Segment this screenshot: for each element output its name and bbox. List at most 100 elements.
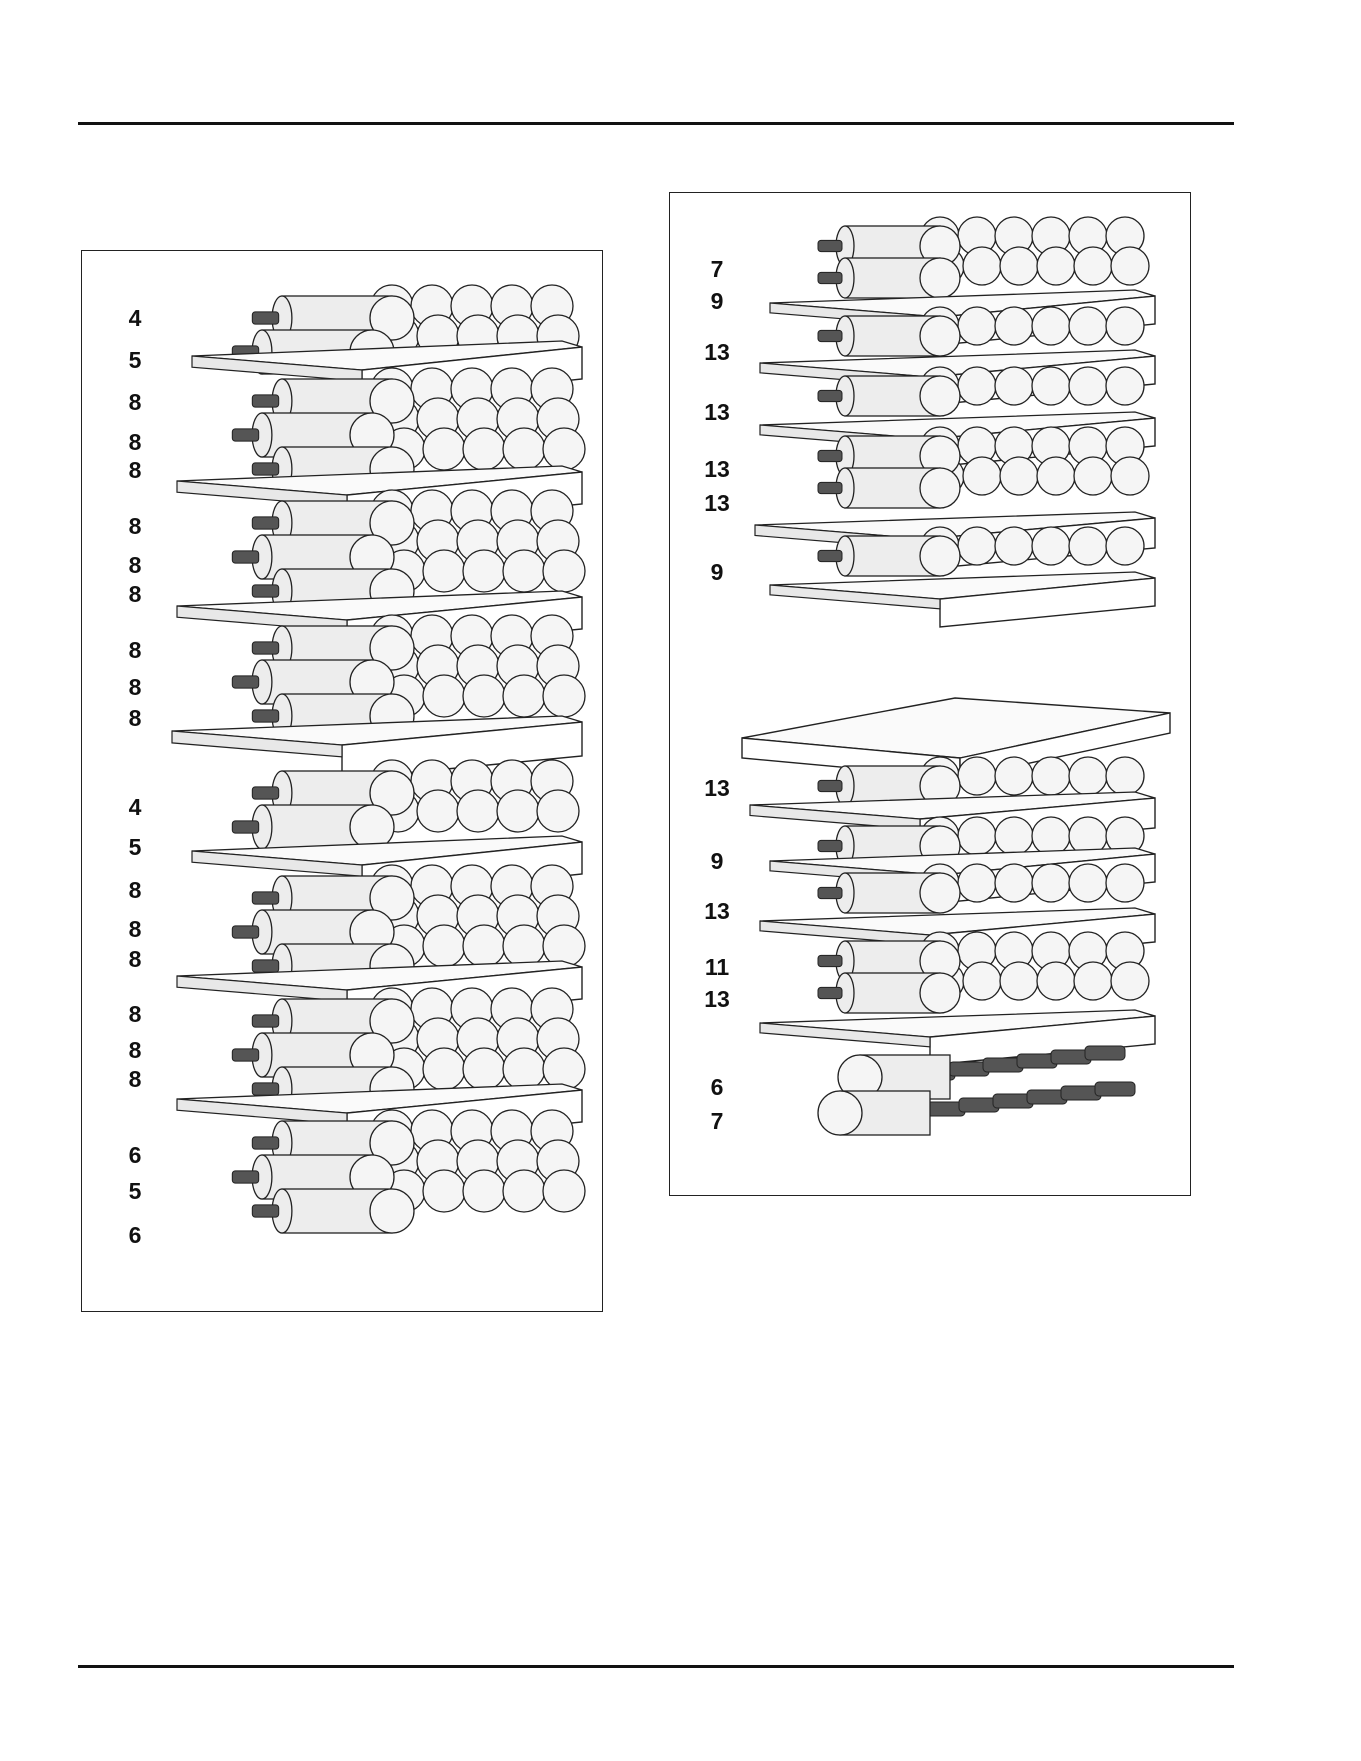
- bottle-base: [1032, 757, 1070, 795]
- bottle-base: [1106, 527, 1144, 565]
- bottle-neck: [252, 892, 278, 904]
- bottle-count-label: 8: [113, 639, 157, 662]
- bottle-count-label: 6: [113, 1224, 157, 1247]
- bottle-base: [995, 307, 1033, 345]
- bottle-count-label: 8: [113, 1003, 157, 1026]
- bottle-count-label: 13: [695, 988, 739, 1011]
- bottle-base: [1032, 817, 1070, 855]
- footer-rule: [78, 1665, 1234, 1668]
- bottle-neck: [252, 517, 278, 529]
- bottle-base: [1069, 367, 1107, 405]
- bottle-base: [963, 962, 1001, 1000]
- bottle-neck: [252, 312, 278, 324]
- bottle-count-label: 13: [695, 900, 739, 923]
- bottle-neck: [818, 390, 842, 401]
- bottle-count-label: 11: [695, 956, 739, 979]
- bottle-base: [543, 925, 585, 967]
- bottle-base: [463, 1170, 505, 1212]
- bottle-count-label: 8: [113, 391, 157, 414]
- bottle-neck: [252, 585, 278, 597]
- bottle-base: [1106, 367, 1144, 405]
- bottle-neck: [232, 676, 258, 688]
- bottle-base: [920, 536, 960, 576]
- bottle-base: [423, 428, 465, 470]
- bottle-base: [1032, 307, 1070, 345]
- bottle-base: [463, 1048, 505, 1090]
- bottle-count-label: 9: [695, 850, 739, 873]
- bottle-neck: [818, 240, 842, 251]
- bottle-neck: [232, 1049, 258, 1061]
- bottle-base: [503, 550, 545, 592]
- bottle-count-label: 8: [113, 515, 157, 538]
- bottle-base: [543, 1048, 585, 1090]
- bottle-neck: [818, 330, 842, 341]
- bottle-base: [503, 1048, 545, 1090]
- bottle-neck: [232, 429, 258, 441]
- bottle: [818, 258, 960, 298]
- bottle-base: [423, 675, 465, 717]
- bottle-count-label: 5: [113, 1180, 157, 1203]
- bottle-neck: [252, 1205, 278, 1217]
- bottle-base: [958, 527, 996, 565]
- bottle-base: [1000, 457, 1038, 495]
- bottle-neck: [252, 787, 278, 799]
- shelf: [770, 572, 1155, 627]
- bottle: [252, 1189, 414, 1233]
- bottle: [818, 376, 960, 416]
- bottle-base: [920, 376, 960, 416]
- bottle-base: [417, 790, 459, 832]
- bottle-base: [503, 428, 545, 470]
- bottle-base: [958, 757, 996, 795]
- bottle-base: [1037, 457, 1075, 495]
- bottle-base: [1000, 962, 1038, 1000]
- bottle-neck: [232, 926, 258, 938]
- bottle-base: [1069, 864, 1107, 902]
- bottle-base: [1032, 864, 1070, 902]
- bottle-neck: [1095, 1082, 1135, 1096]
- bottle-count-label: 8: [113, 554, 157, 577]
- bottle-base: [1069, 307, 1107, 345]
- bottle-neck: [818, 987, 842, 998]
- bottle-base: [1074, 247, 1112, 285]
- bottle-base: [543, 550, 585, 592]
- bottle-count-label: 8: [113, 583, 157, 606]
- bottle-base: [920, 973, 960, 1013]
- bottle-base: [503, 675, 545, 717]
- bottle-base: [1074, 457, 1112, 495]
- bottle-neck: [818, 780, 842, 791]
- bottle-count-label: 7: [695, 1110, 739, 1133]
- bottle-base: [1000, 247, 1038, 285]
- rack-section: [818, 427, 1149, 508]
- bottle-count-label: 4: [113, 307, 157, 330]
- bottle-count-label: 8: [113, 879, 157, 902]
- bottle-count-label: 6: [695, 1076, 739, 1099]
- bottle-base: [543, 1170, 585, 1212]
- bottle-base: [497, 790, 539, 832]
- bottle-neck: [818, 482, 842, 493]
- bottle-base: [958, 864, 996, 902]
- bottle-count-label: 8: [113, 707, 157, 730]
- bottle-count-label: 6: [113, 1144, 157, 1167]
- bottle-base: [423, 1048, 465, 1090]
- bottle-base: [995, 817, 1033, 855]
- bottle-count-label: 8: [113, 1068, 157, 1091]
- bottle-base: [463, 550, 505, 592]
- bottle-base: [1032, 367, 1070, 405]
- bottle-base: [463, 428, 505, 470]
- bottle-neck: [232, 821, 258, 833]
- bottle-base: [1106, 307, 1144, 345]
- bottle-neck: [818, 887, 842, 898]
- bottle-base: [818, 1091, 862, 1135]
- bottle-base: [463, 675, 505, 717]
- bottle-base: [423, 1170, 465, 1212]
- bottle-base: [457, 790, 499, 832]
- bottle-base: [537, 790, 579, 832]
- bottle: [818, 873, 960, 913]
- bottle-count-label: 8: [113, 459, 157, 482]
- bottle-base: [995, 864, 1033, 902]
- bottle-neck: [818, 840, 842, 851]
- bottle-neck: [818, 272, 842, 283]
- bottle-base: [920, 468, 960, 508]
- bottle-count-label: 8: [113, 431, 157, 454]
- bottle-count-label: 4: [113, 796, 157, 819]
